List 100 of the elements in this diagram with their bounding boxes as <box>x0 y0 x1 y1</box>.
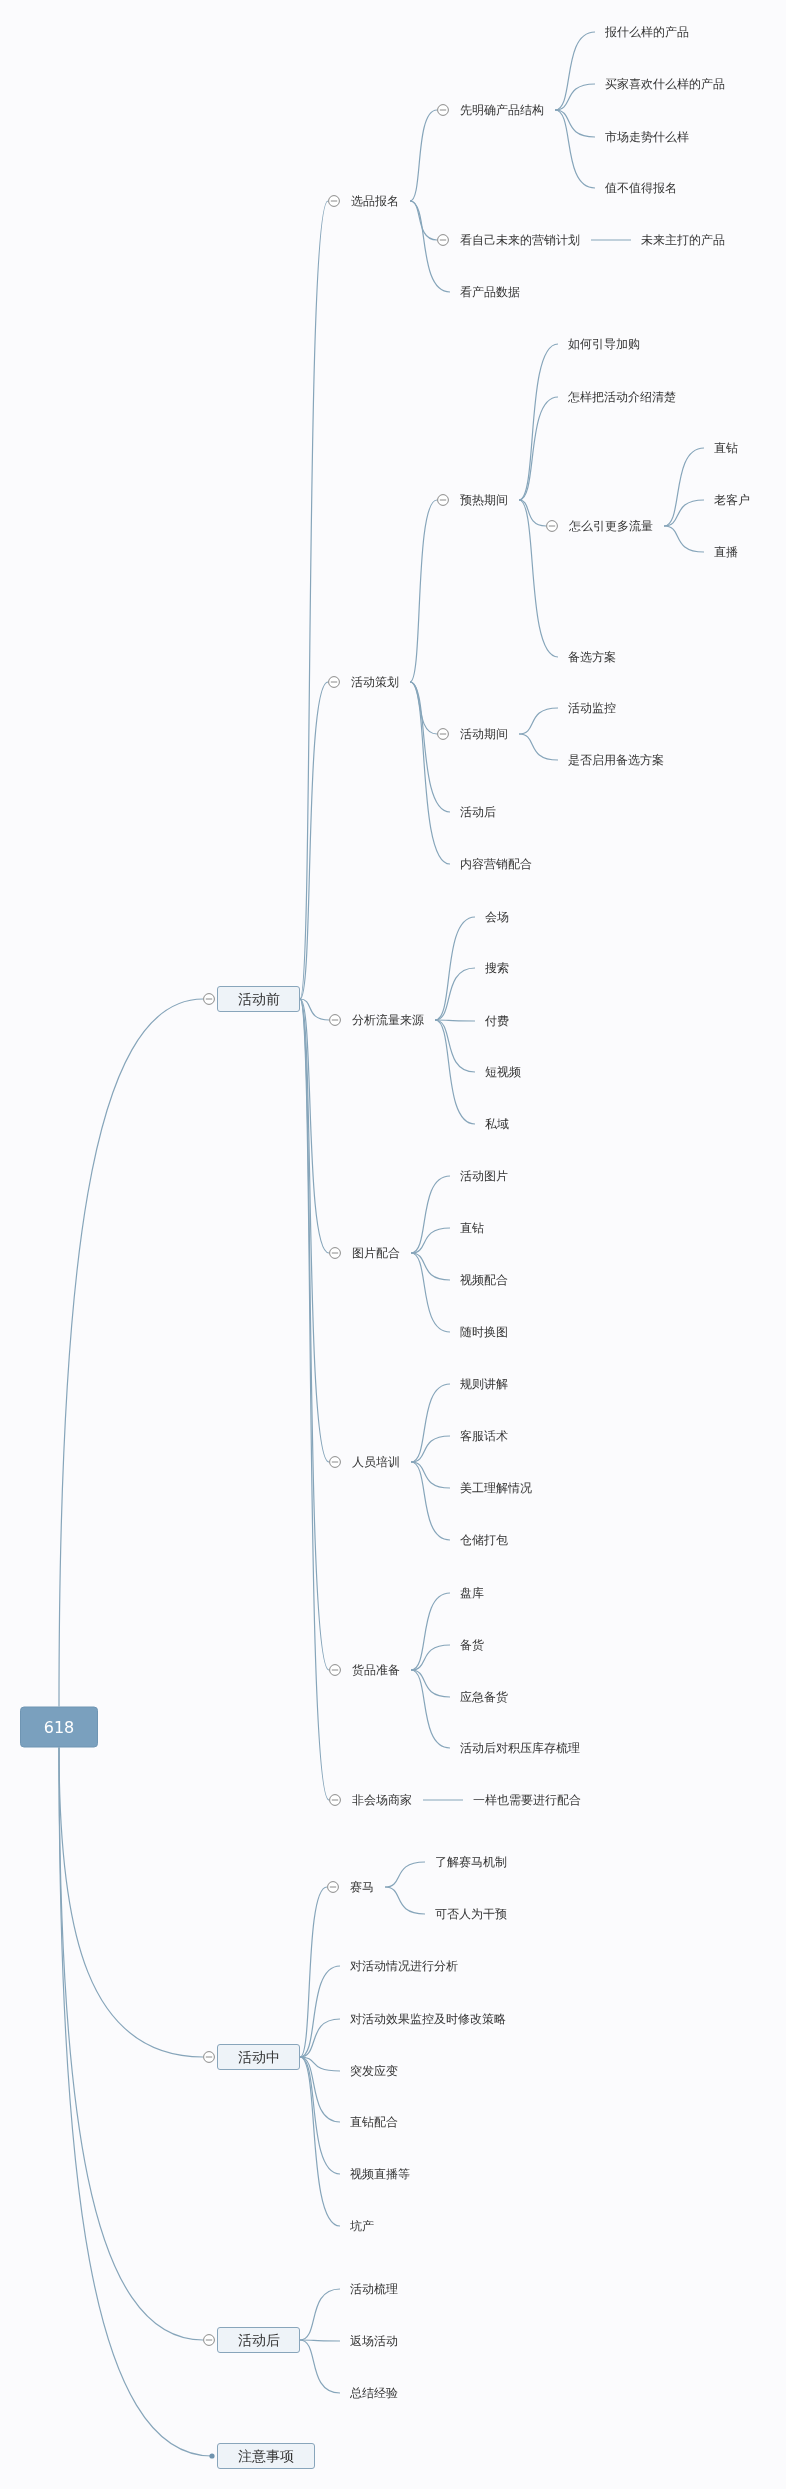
root-box: 618 <box>20 1706 98 1748</box>
topic-label: 赛马 <box>350 1879 374 1895</box>
topic-label: 随时换图 <box>460 1324 508 1340</box>
topic-label: 未来主打的产品 <box>641 232 725 248</box>
topic-label: 短视频 <box>485 1064 521 1080</box>
branch-line <box>518 343 559 501</box>
topic-label: 活动后对积压库存梳理 <box>460 1740 580 1756</box>
branch-line <box>409 200 451 293</box>
topic-label: 怎样把活动介绍清楚 <box>568 389 676 405</box>
topic-label: 客服话术 <box>460 1428 508 1444</box>
topic-label: 坑产 <box>350 2218 374 2234</box>
topic-label: 对活动效果监控及时修改策略 <box>350 2011 506 2027</box>
branch-line <box>663 525 705 553</box>
branch-line <box>410 1252 451 1333</box>
branch-line <box>410 1252 451 1281</box>
topic-box: 活动后 <box>217 2327 300 2353</box>
branch-line <box>299 2056 341 2227</box>
branch-line <box>554 109 596 138</box>
branch-line <box>299 681 329 1000</box>
topic-label: 活动梳理 <box>350 2281 398 2297</box>
topic-label: 活动策划 <box>351 674 399 690</box>
branch-line <box>434 1019 476 1125</box>
topic-label: 突发应变 <box>350 2063 398 2079</box>
branch-line <box>663 499 705 527</box>
branch-line <box>409 681 451 865</box>
topic-label: 人员培训 <box>352 1454 400 1470</box>
branch-line <box>410 1227 451 1254</box>
topic-label: 了解赛马机制 <box>435 1854 507 1870</box>
topic-label: 总结经验 <box>350 2385 398 2401</box>
branch-line <box>299 998 330 1463</box>
branch-line <box>299 2339 341 2394</box>
topic-label: 一样也需要进行配合 <box>473 1792 581 1808</box>
branch-line <box>554 83 596 111</box>
branch-line <box>410 1669 451 1749</box>
topic-label: 预热期间 <box>460 492 508 508</box>
topic-label: 活动监控 <box>568 700 616 716</box>
branch-line <box>58 1746 215 2459</box>
topic-label: 可否人为干预 <box>435 1906 507 1922</box>
branch-line <box>384 1886 426 1915</box>
topic-label: 对活动情况进行分析 <box>350 1958 458 1974</box>
topic-label: 备选方案 <box>568 649 616 665</box>
branch-line <box>410 1669 451 1698</box>
branch-line <box>422 1799 464 1801</box>
topic-label: 先明确产品结构 <box>460 102 544 118</box>
branch-line <box>590 239 632 241</box>
branch-line <box>518 499 547 527</box>
topic-label: 盘库 <box>460 1585 484 1601</box>
topic-label: 仓储打包 <box>460 1532 508 1548</box>
topic-label: 图片配合 <box>352 1245 400 1261</box>
topic-label: 值不值得报名 <box>605 180 677 196</box>
topic-label: 货品准备 <box>352 1662 400 1678</box>
branch-line <box>409 499 438 683</box>
branch-line <box>299 2339 341 2342</box>
topic-label: 视频直播等 <box>350 2166 410 2182</box>
topic-label: 市场走势什么样 <box>605 129 689 145</box>
branch-line <box>518 733 559 761</box>
branch-line <box>409 109 438 202</box>
topic-box: 注意事项 <box>217 2443 315 2469</box>
topic-label: 备货 <box>460 1637 484 1653</box>
topic-label: 直钻 <box>460 1220 484 1236</box>
topic-label: 直播 <box>714 544 738 560</box>
branch-line <box>299 1886 328 2058</box>
topic-label: 返场活动 <box>350 2333 398 2349</box>
branch-line <box>410 1435 451 1463</box>
branch-line <box>299 998 330 1254</box>
branch-line <box>518 707 559 735</box>
branch-line <box>299 998 330 1801</box>
topic-label: 老客户 <box>714 492 750 508</box>
topic-label: 内容营销配合 <box>460 856 532 872</box>
topic-label: 看自己未来的营销计划 <box>460 232 580 248</box>
branch-line <box>410 1461 451 1541</box>
branch-line <box>518 499 559 658</box>
topic-label: 看产品数据 <box>460 284 520 300</box>
topic-box: 活动前 <box>217 986 300 1012</box>
branch-line <box>58 998 204 1708</box>
topic-label: 怎么引更多流量 <box>569 518 653 534</box>
branch-line <box>299 998 330 1021</box>
topic-label: 报什么样的产品 <box>605 24 689 40</box>
topic-label: 规则讲解 <box>460 1376 508 1392</box>
topic-label: 会场 <box>485 909 509 925</box>
topic-label: 美工理解情况 <box>460 1480 532 1496</box>
branch-line <box>554 109 596 189</box>
topic-label: 视频配合 <box>460 1272 508 1288</box>
branch-line <box>518 396 559 501</box>
topic-label: 直钻配合 <box>350 2114 398 2130</box>
topic-label: 搜索 <box>485 960 509 976</box>
topic-label: 活动后 <box>460 804 496 820</box>
topic-label: 应急备货 <box>460 1689 508 1705</box>
topic-label: 如何引导加购 <box>568 336 640 352</box>
topic-label: 活动图片 <box>460 1168 508 1184</box>
branch-line <box>410 1461 451 1489</box>
topic-label: 分析流量来源 <box>352 1012 424 1028</box>
topic-label: 付费 <box>485 1013 509 1029</box>
branch-line <box>410 1644 451 1671</box>
topic-label: 买家喜欢什么样的产品 <box>605 76 725 92</box>
topic-box: 活动中 <box>217 2044 300 2070</box>
topic-label: 活动期间 <box>460 726 508 742</box>
topic-label: 非会场商家 <box>352 1792 412 1808</box>
branch-line <box>384 1861 426 1888</box>
topic-label: 私域 <box>485 1116 509 1132</box>
